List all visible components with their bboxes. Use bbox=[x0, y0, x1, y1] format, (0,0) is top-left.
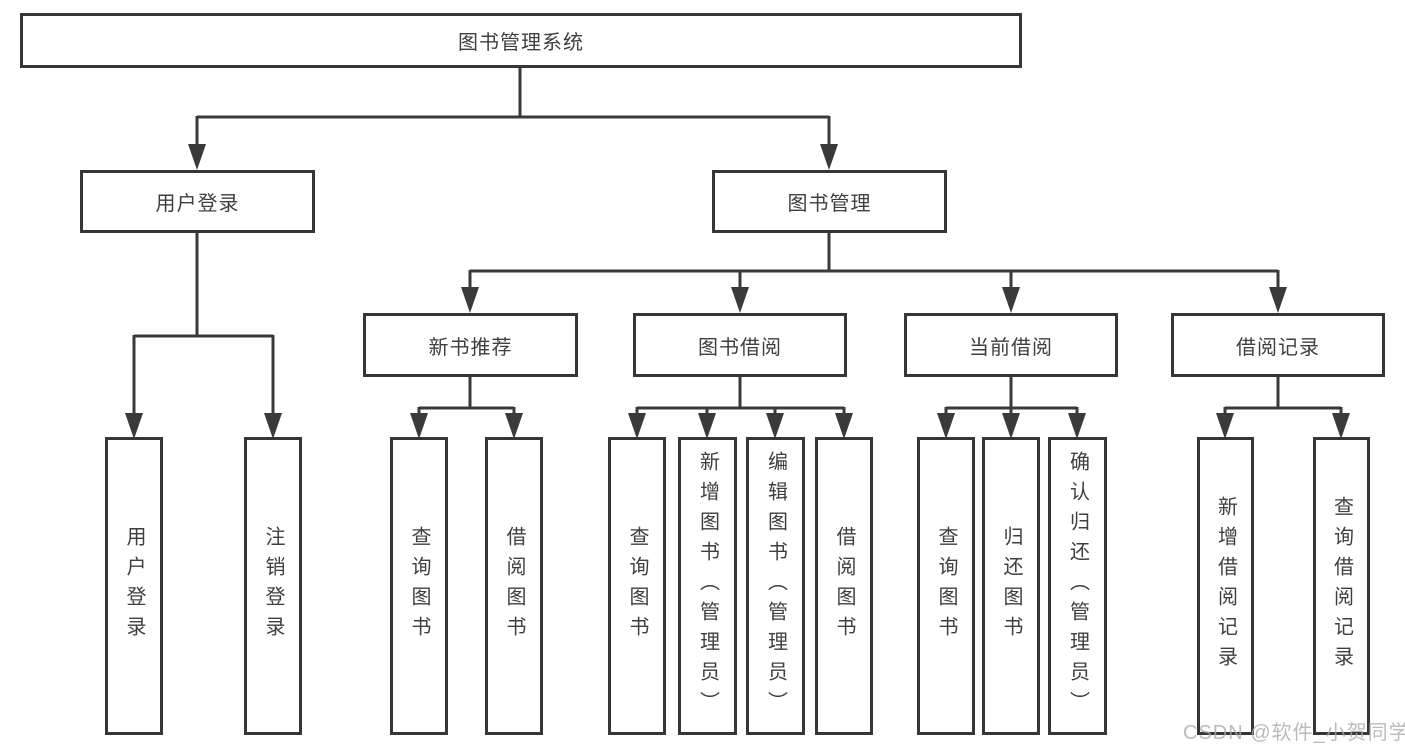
leaf-add-borrow-record: 新增借阅记录 bbox=[1197, 437, 1254, 735]
leaf-query-books-borrowing: 查询图书 bbox=[608, 437, 666, 735]
node-new-book-recommendation: 新书推荐 bbox=[363, 313, 578, 377]
leaf-label: 注销登录 bbox=[262, 526, 284, 646]
leaf-query-books-recommend: 查询图书 bbox=[390, 437, 448, 735]
node-label: 图书管理 bbox=[787, 193, 872, 215]
node-borrowing-records: 借阅记录 bbox=[1171, 313, 1385, 377]
leaf-label: 查询图书 bbox=[935, 526, 957, 646]
leaf-label: 新增图书（管理员） bbox=[696, 451, 719, 721]
node-label: 用户登录 bbox=[155, 193, 240, 215]
arrowhead-icons bbox=[125, 144, 1350, 439]
tree-edges bbox=[132, 68, 1343, 417]
leaf-confirm-return-admin: 确认归还（管理员） bbox=[1048, 437, 1107, 735]
leaf-label: 查询图书 bbox=[408, 526, 430, 646]
leaf-label: 查询图书 bbox=[626, 526, 648, 646]
node-label: 当前借阅 bbox=[969, 336, 1053, 359]
leaf-logout: 注销登录 bbox=[244, 437, 302, 735]
leaf-label: 编辑图书（管理员） bbox=[764, 451, 787, 721]
leaf-label: 查询借阅记录 bbox=[1330, 496, 1353, 676]
csdn-watermark: CSDN @软件_小贺同学 bbox=[1183, 722, 1405, 744]
leaf-label: 借阅图书 bbox=[503, 526, 525, 646]
leaf-label: 归还图书 bbox=[1000, 526, 1022, 646]
leaf-label: 借阅图书 bbox=[833, 526, 855, 646]
leaf-label: 新增借阅记录 bbox=[1214, 496, 1237, 676]
node-user-login: 用户登录 bbox=[80, 170, 315, 233]
leaf-label: 确认归还（管理员） bbox=[1066, 451, 1089, 721]
leaf-borrow-books-recommend: 借阅图书 bbox=[485, 437, 543, 735]
node-book-management: 图书管理 bbox=[712, 170, 947, 233]
node-book-borrowing: 图书借阅 bbox=[633, 313, 847, 377]
leaf-label: 用户登录 bbox=[123, 526, 145, 646]
node-label: 图书借阅 bbox=[698, 336, 782, 359]
leaf-return-book: 归还图书 bbox=[982, 437, 1040, 735]
node-label: 借阅记录 bbox=[1236, 336, 1320, 359]
leaf-user-login: 用户登录 bbox=[105, 437, 163, 735]
leaf-edit-book-admin: 编辑图书（管理员） bbox=[746, 437, 805, 735]
leaf-query-borrow-record: 查询借阅记录 bbox=[1313, 437, 1370, 735]
leaf-borrow-books-borrowing: 借阅图书 bbox=[815, 437, 873, 735]
leaf-query-books-current: 查询图书 bbox=[917, 437, 975, 735]
node-library-management-system: 图书管理系统 bbox=[20, 13, 1022, 68]
node-current-borrowing: 当前借阅 bbox=[904, 313, 1118, 377]
node-label: 新书推荐 bbox=[428, 336, 513, 359]
leaf-add-book-admin: 新增图书（管理员） bbox=[678, 437, 737, 735]
node-label: 图书管理系统 bbox=[458, 32, 584, 54]
